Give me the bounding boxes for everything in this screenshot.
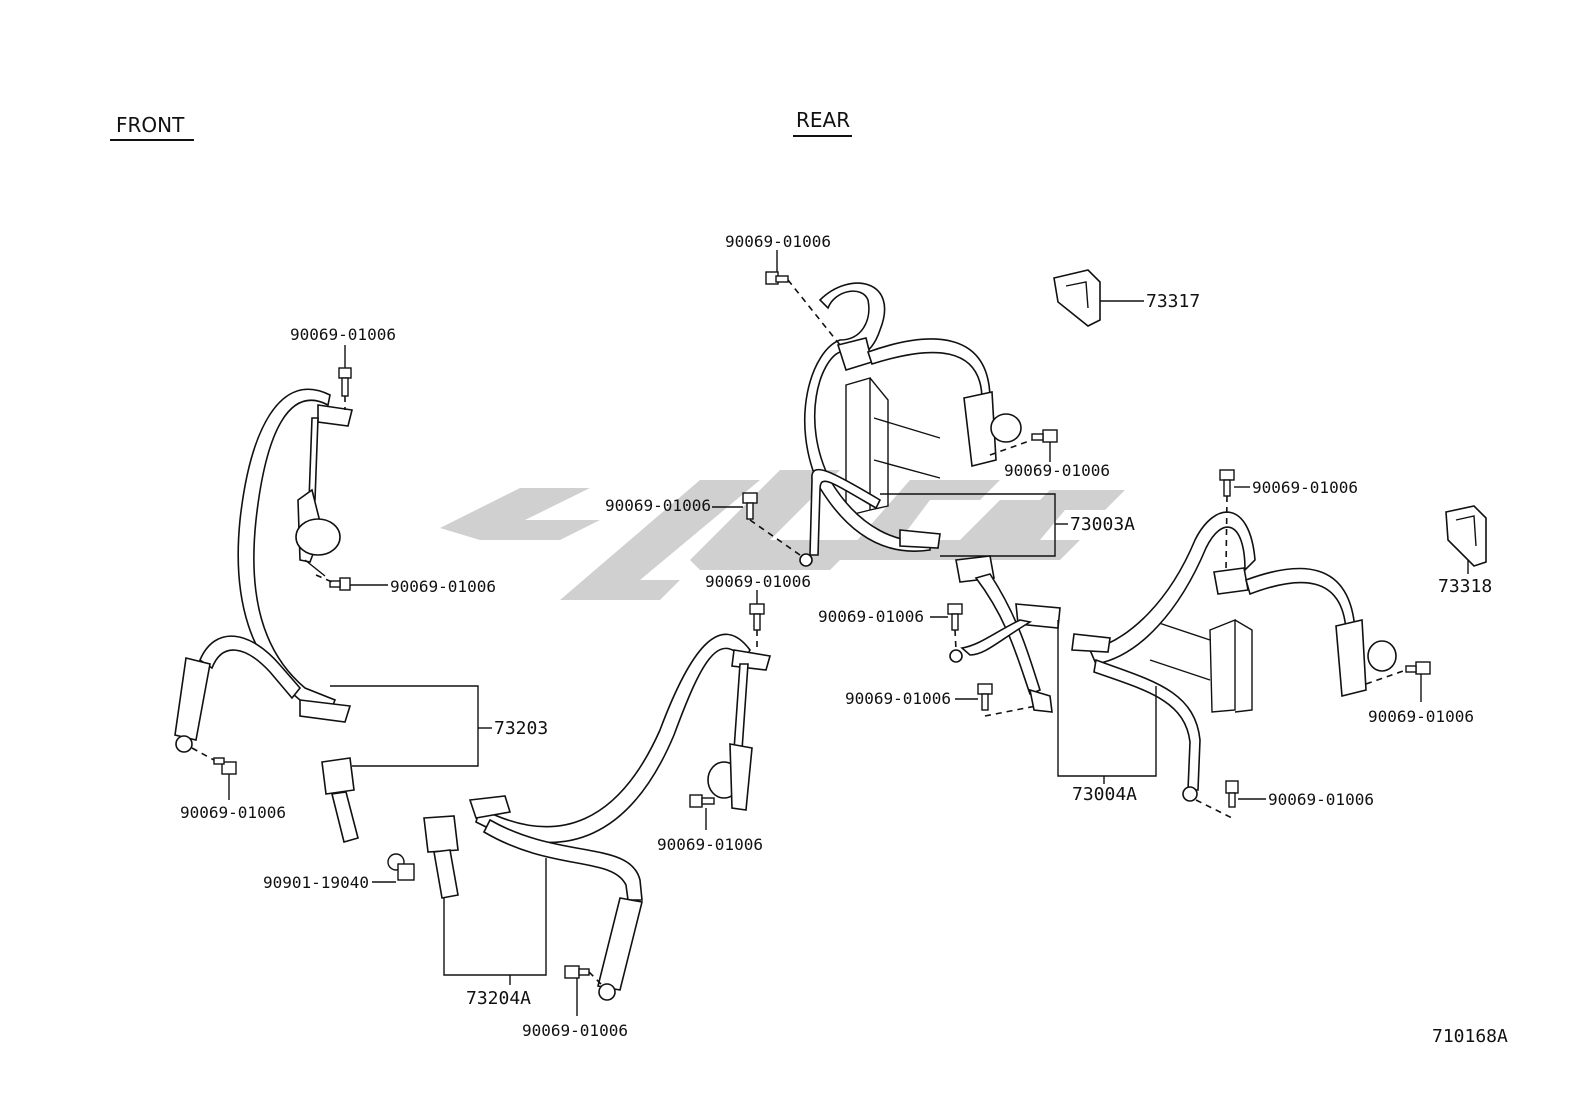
front-belt-73203 <box>174 388 359 843</box>
label-bolt-i: 90069-01006 <box>605 496 711 515</box>
rear-center-belt <box>949 555 1061 713</box>
dash-bolt-g <box>787 279 841 346</box>
label-bolt-e: 90069-01006 <box>657 835 763 854</box>
label-bolt-r: 90901-19040 <box>263 873 369 892</box>
bolt-icon <box>564 965 590 979</box>
bolt-icon <box>1225 780 1239 808</box>
label-73204A: 73204A <box>466 988 531 1009</box>
dash-bolt-b <box>315 574 333 583</box>
cover-73317 <box>1053 269 1101 327</box>
label-bolt-h: 90069-01006 <box>1004 461 1110 480</box>
label-bolt-d: 90069-01006 <box>705 572 811 591</box>
label-bolt-l: 90069-01006 <box>1252 478 1358 497</box>
label-73004A: 73004A <box>1072 784 1137 805</box>
front-heading: FRONT <box>116 113 185 137</box>
dash-bolt-n <box>1195 799 1233 819</box>
cover-73318 <box>1445 505 1487 567</box>
label-bolt-k: 90069-01006 <box>845 689 951 708</box>
label-bolt-j: 90069-01006 <box>818 607 924 626</box>
rear-belt-73004A <box>1071 511 1397 802</box>
label-73003A: 73003A <box>1070 514 1135 535</box>
bolt-icon <box>977 683 993 711</box>
bracket-73203 <box>330 685 479 767</box>
label-bolt-b: 90069-01006 <box>390 577 496 596</box>
bolt-icon <box>742 492 758 520</box>
dash-bolt-j <box>954 629 957 651</box>
bracket-73004A <box>1057 620 1157 777</box>
bolt-icon <box>1219 469 1235 497</box>
label-73318: 73318 <box>1438 576 1492 597</box>
label-73203: 73203 <box>494 718 548 739</box>
bolt-icon <box>689 794 715 808</box>
rear-heading: REAR <box>796 108 850 132</box>
rear-seat-frame-left <box>845 377 941 517</box>
label-bolt-n: 90069-01006 <box>1268 790 1374 809</box>
bolt-icon <box>947 603 963 631</box>
dash-bolt-h <box>989 439 1033 456</box>
bracket-73003A <box>880 493 1056 557</box>
bracket-73204A <box>443 858 547 976</box>
dash-bolt-k <box>984 705 1037 717</box>
bolt-icon <box>329 577 351 591</box>
bolt-icon <box>1405 661 1431 675</box>
bolt-icon <box>213 757 237 775</box>
bolt-icon <box>1031 429 1058 443</box>
bolt-icon <box>387 853 415 881</box>
label-bolt-c: 90069-01006 <box>180 803 286 822</box>
dash-bolt-l <box>1225 495 1228 571</box>
bolt-icon <box>338 367 352 397</box>
label-bolt-m: 90069-01006 <box>1368 707 1474 726</box>
dash-bolt-m <box>1365 669 1407 685</box>
rear-belt-73003A <box>799 282 1022 567</box>
front-belt-73204A <box>423 633 772 1001</box>
label-bolt-a: 90069-01006 <box>290 325 396 344</box>
label-bolt-f: 90069-01006 <box>522 1021 628 1040</box>
label-73317: 73317 <box>1146 291 1200 312</box>
dash-bolt-f <box>588 971 603 986</box>
bolt-icon <box>765 271 789 285</box>
diagram-id: 710168A <box>1432 1026 1508 1047</box>
bolt-icon <box>749 603 765 631</box>
label-bolt-g: 90069-01006 <box>725 232 831 251</box>
dash-bolt-c <box>191 747 215 761</box>
